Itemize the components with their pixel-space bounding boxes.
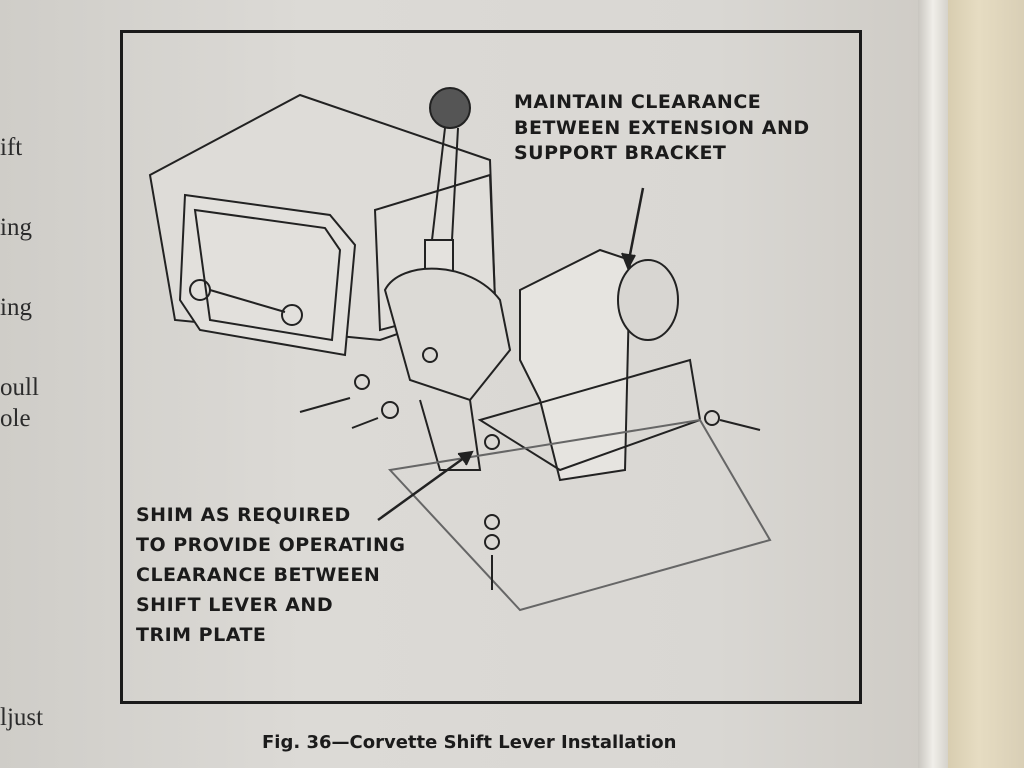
callout-line: MAINTAIN CLEARANCE — [514, 91, 762, 113]
margin-text: ing — [0, 294, 32, 321]
callout-line: SUPPORT BRACKET — [514, 142, 727, 164]
callout-line: BETWEEN EXTENSION AND — [514, 116, 810, 139]
callout-line: SHIM AS REQUIRED — [136, 504, 351, 526]
callout-line: CLEARANCE BETWEEN — [136, 564, 381, 586]
margin-text: oull — [0, 374, 39, 401]
facing-page-edge — [948, 0, 1024, 768]
margin-text: ljust — [0, 704, 44, 731]
callout-line: TRIM PLATE — [136, 624, 267, 646]
margin-text: ing — [0, 214, 32, 241]
book-spine — [918, 0, 948, 768]
callout-line: TO PROVIDE OPERATING — [136, 534, 406, 556]
figure-caption: Fig. 36—Corvette Shift Lever Installatio… — [262, 732, 677, 753]
callout-shim: SHIM AS REQUIRED TO PROVIDE OPERATING CL… — [136, 500, 406, 650]
callout-line: SHIFT LEVER AND — [136, 594, 334, 616]
figure-frame — [120, 30, 862, 704]
margin-text: ole — [0, 405, 31, 432]
callout-support-bracket: MAINTAIN CLEARANCE BETWEEN EXTENSION AND… — [514, 90, 810, 167]
margin-text: ift — [0, 134, 23, 161]
